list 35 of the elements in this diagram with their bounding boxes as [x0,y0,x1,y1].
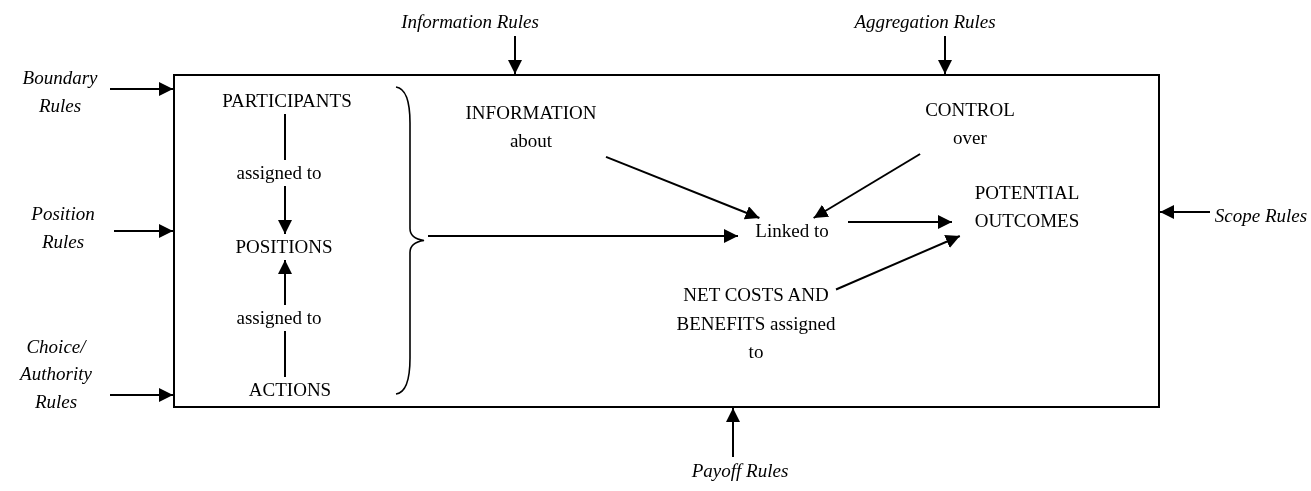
arrow [1159,205,1211,219]
rule-label: Information Rules [365,8,575,36]
rule-label: Scope Rules [1212,188,1310,244]
arrow [278,259,292,306]
arrow [605,155,761,220]
node-label: assigned to [225,160,333,186]
node-label: assigned to [225,305,333,331]
node-label: CONTROL over [920,94,1020,154]
arrow [109,388,174,402]
arrow [113,224,174,238]
arrow [427,229,739,243]
node-label: POTENTIAL OUTCOMES [952,178,1102,236]
node-label: NET COSTS AND BENEFITS assigned to [676,278,836,370]
node-label: Linked to [738,218,846,244]
arrow [835,235,961,291]
node-label: ACTIONS [236,377,344,403]
node-label: INFORMATION about [456,97,606,157]
connector-line [284,330,286,378]
arrow [109,82,174,96]
arrow [847,215,953,229]
arrow [938,35,952,75]
rule-label: Position Rules [14,200,112,256]
rule-label: Payoff Rules [660,457,820,485]
curly-brace [394,86,426,395]
connector-line [284,113,286,161]
arrow [278,185,292,235]
arrow [812,153,922,219]
rule-label: Aggregation Rules [818,8,1032,36]
node-label: PARTICIPANTS [222,88,352,114]
frame-box [173,74,1160,408]
rule-label: Choice/ Authority Rules [4,330,108,418]
arrow [508,35,522,75]
rule-label: Boundary Rules [12,64,108,120]
arrow [726,407,740,458]
node-label: POSITIONS [225,234,343,260]
